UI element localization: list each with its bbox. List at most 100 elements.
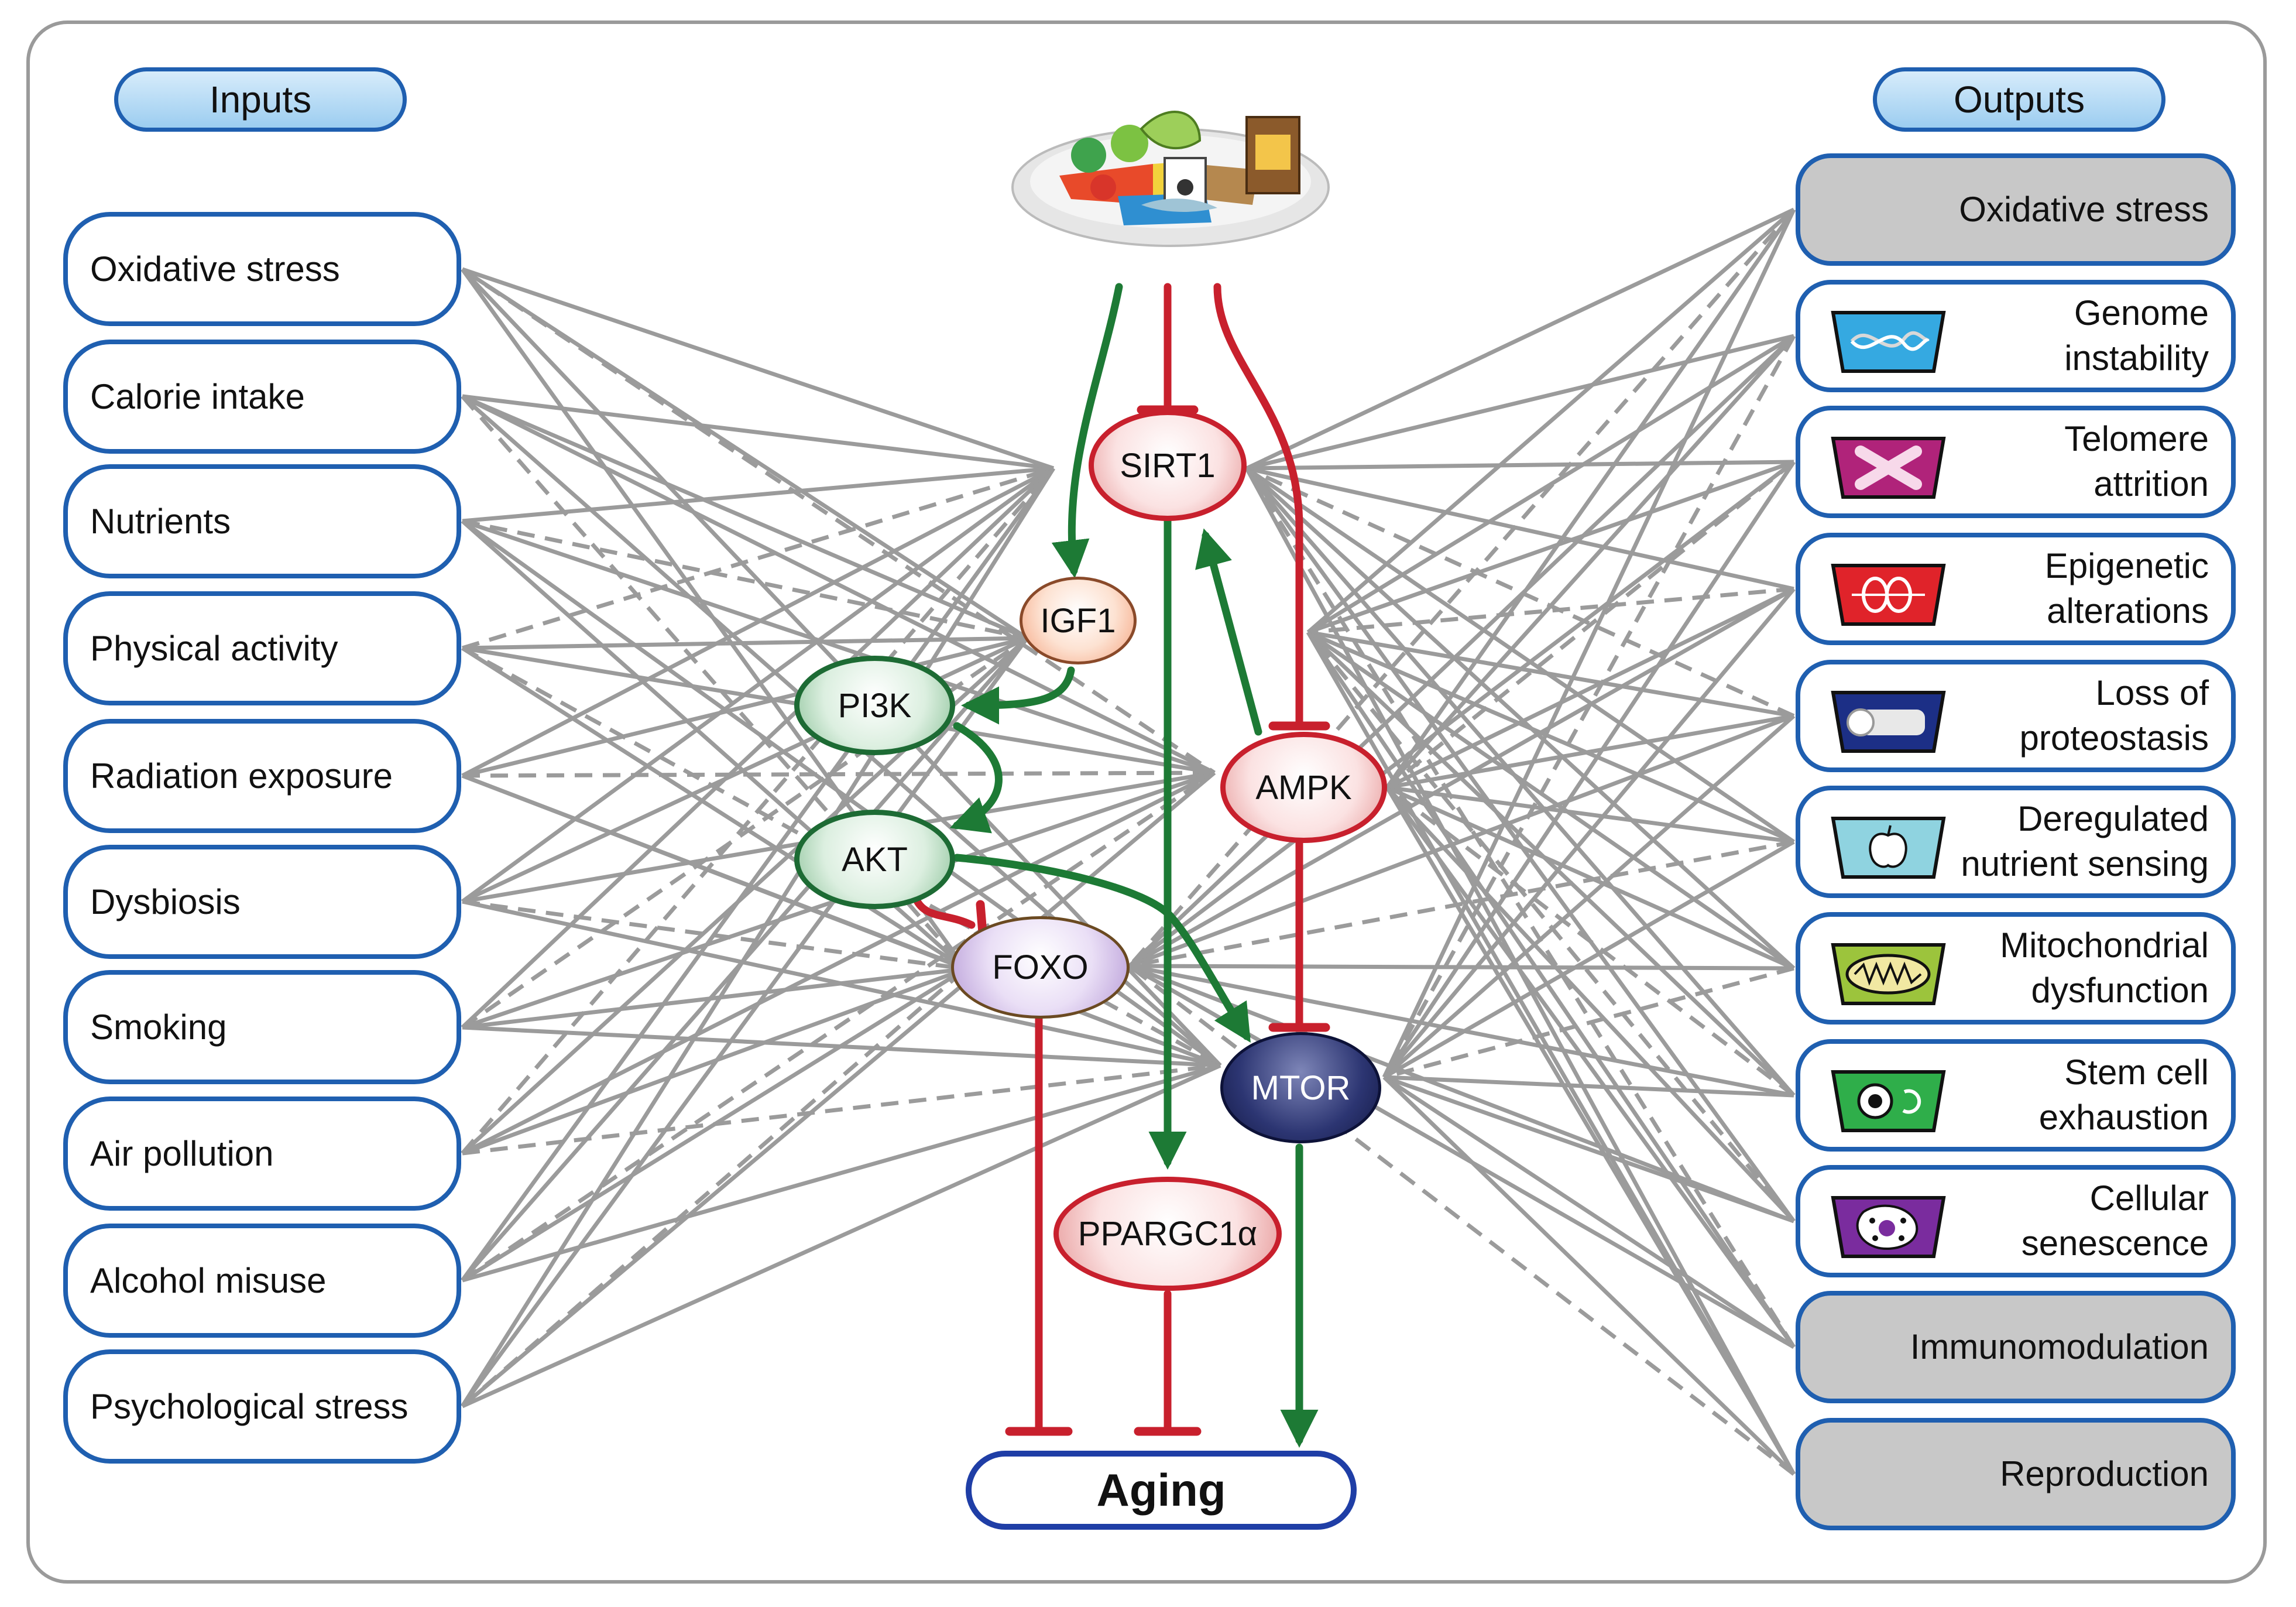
output-label: Reproduction	[2000, 1454, 2209, 1493]
inputs-header: Inputs	[114, 67, 407, 132]
node-foxo: FOXO	[951, 916, 1130, 1019]
node-ppargc1a: PPARGC1α	[1053, 1177, 1282, 1291]
output-link	[1307, 631, 1795, 970]
output-link	[1384, 1075, 1794, 1098]
input-link	[461, 646, 967, 971]
output-oxidative-stress: Oxidative stress	[1796, 153, 2236, 266]
arrow-diet-to-igf1	[1051, 283, 1123, 578]
output-link	[1129, 964, 1794, 1098]
output-label: Epigenetic alterations	[2044, 546, 2209, 631]
input-link	[461, 770, 1216, 1156]
input-link	[461, 1063, 1221, 1409]
output-label: Cellular senescence	[2021, 1178, 2209, 1263]
output-genome-instability: Genome instability	[1796, 280, 2236, 392]
output-link	[1245, 467, 1796, 1223]
output-stem-cell-exhaustion: Stem cell exhaustion	[1796, 1039, 2236, 1152]
output-link	[1386, 785, 1795, 971]
diet-plate-icon	[1011, 111, 1330, 247]
node-igf1: IGF1	[1020, 577, 1137, 664]
output-link	[1245, 466, 1795, 718]
output-link	[1307, 460, 1795, 635]
input-link	[462, 466, 1054, 523]
output-link	[1128, 208, 1796, 968]
input-radiation-exposure: Radiation exposure	[63, 719, 461, 833]
input-link	[461, 394, 1028, 640]
output-link	[1383, 840, 1795, 1080]
senescent-cell-icon	[1831, 1196, 1946, 1258]
node-ampk: AMPK	[1220, 732, 1387, 843]
node-sirt1: SIRT1	[1089, 410, 1247, 521]
output-label: Telomere attrition	[2064, 419, 2209, 503]
output-link	[1385, 786, 1796, 1349]
input-link	[461, 519, 1216, 775]
signaling-arrows	[912, 283, 1330, 1448]
input-physical-activity: Physical activity	[63, 591, 461, 705]
output-link	[1307, 587, 1794, 635]
input-link	[462, 1063, 1221, 1283]
inhibit-akt-to-foxo	[912, 895, 976, 929]
input-link	[461, 267, 1055, 471]
input-link	[461, 466, 1055, 650]
output-mitochondrial-dysfunction: Mitochondrial dysfunction	[1796, 912, 2236, 1024]
output-link	[1306, 208, 1796, 634]
output-link	[1385, 334, 1796, 789]
output-link	[1245, 467, 1796, 1348]
output-link	[1246, 466, 1794, 591]
input-smoking: Smoking	[63, 970, 461, 1084]
output-link	[1383, 1075, 1795, 1349]
output-link	[1129, 840, 1794, 968]
input-link	[462, 967, 966, 1030]
output-link	[1245, 467, 1795, 844]
input-link	[462, 770, 1215, 778]
output-cellular-senescence: Cellular senescence	[1796, 1165, 2236, 1277]
output-link	[1306, 631, 1796, 1348]
input-link	[461, 967, 967, 1282]
output-link	[1382, 461, 1796, 1078]
histone-icon	[1831, 564, 1946, 626]
input-link	[461, 394, 1216, 775]
output-label: Loss of proteostasis	[2019, 673, 2209, 758]
output-link	[1385, 208, 1796, 789]
output-label: Immunomodulation	[1910, 1327, 2209, 1366]
proteasome-icon	[1831, 691, 1946, 753]
input-link	[462, 1063, 1221, 1156]
output-link	[1385, 786, 1796, 1475]
arrow-ampk-to-sirt1	[1195, 528, 1262, 736]
input-dysbiosis: Dysbiosis	[63, 845, 461, 959]
input-link	[461, 467, 1055, 1155]
output-label: Deregulated nutrient sensing	[1961, 799, 2209, 883]
input-link	[461, 268, 1216, 775]
apple-icon	[1831, 817, 1946, 879]
input-oxidative-stress: Oxidative stress	[63, 212, 461, 326]
output-link	[1383, 1075, 1795, 1224]
inhibit-diet-to-ampk	[1213, 283, 1303, 727]
output-deregulated-nutrient-sensing: Deregulated nutrient sensing	[1796, 786, 2236, 898]
arrow-pi3k-to-akt	[949, 722, 1003, 834]
output-label: Oxidative stress	[1959, 189, 2209, 229]
output-epigenetic-alterations: Epigenetic alterations	[1796, 533, 2236, 645]
output-link	[1306, 631, 1796, 1223]
output-link	[1307, 334, 1795, 634]
output-link	[1386, 785, 1794, 844]
arrow-igf1-to-pi3k	[961, 666, 1075, 725]
input-nutrients: Nutrients	[63, 464, 461, 578]
node-mtor: MTOR	[1220, 1032, 1381, 1143]
output-link	[1128, 334, 1796, 968]
input-link	[461, 771, 1216, 1282]
output-link	[1306, 631, 1796, 1097]
output-link	[1384, 966, 1794, 1080]
output-link	[1245, 207, 1795, 471]
input-link	[462, 636, 1028, 650]
node-pi3k: PI3K	[794, 656, 955, 755]
output-link	[1246, 334, 1794, 471]
input-link	[461, 636, 1029, 1408]
output-label: Mitochondrial dysfunction	[2000, 926, 2209, 1010]
output-link	[1246, 460, 1794, 471]
arrow-akt-to-mtor	[953, 854, 1251, 1043]
input-link	[461, 467, 1055, 1029]
input-link	[462, 519, 1028, 640]
mitochondrion-icon	[1831, 943, 1946, 1005]
input-link	[461, 773, 1221, 1068]
input-link	[461, 466, 1055, 778]
